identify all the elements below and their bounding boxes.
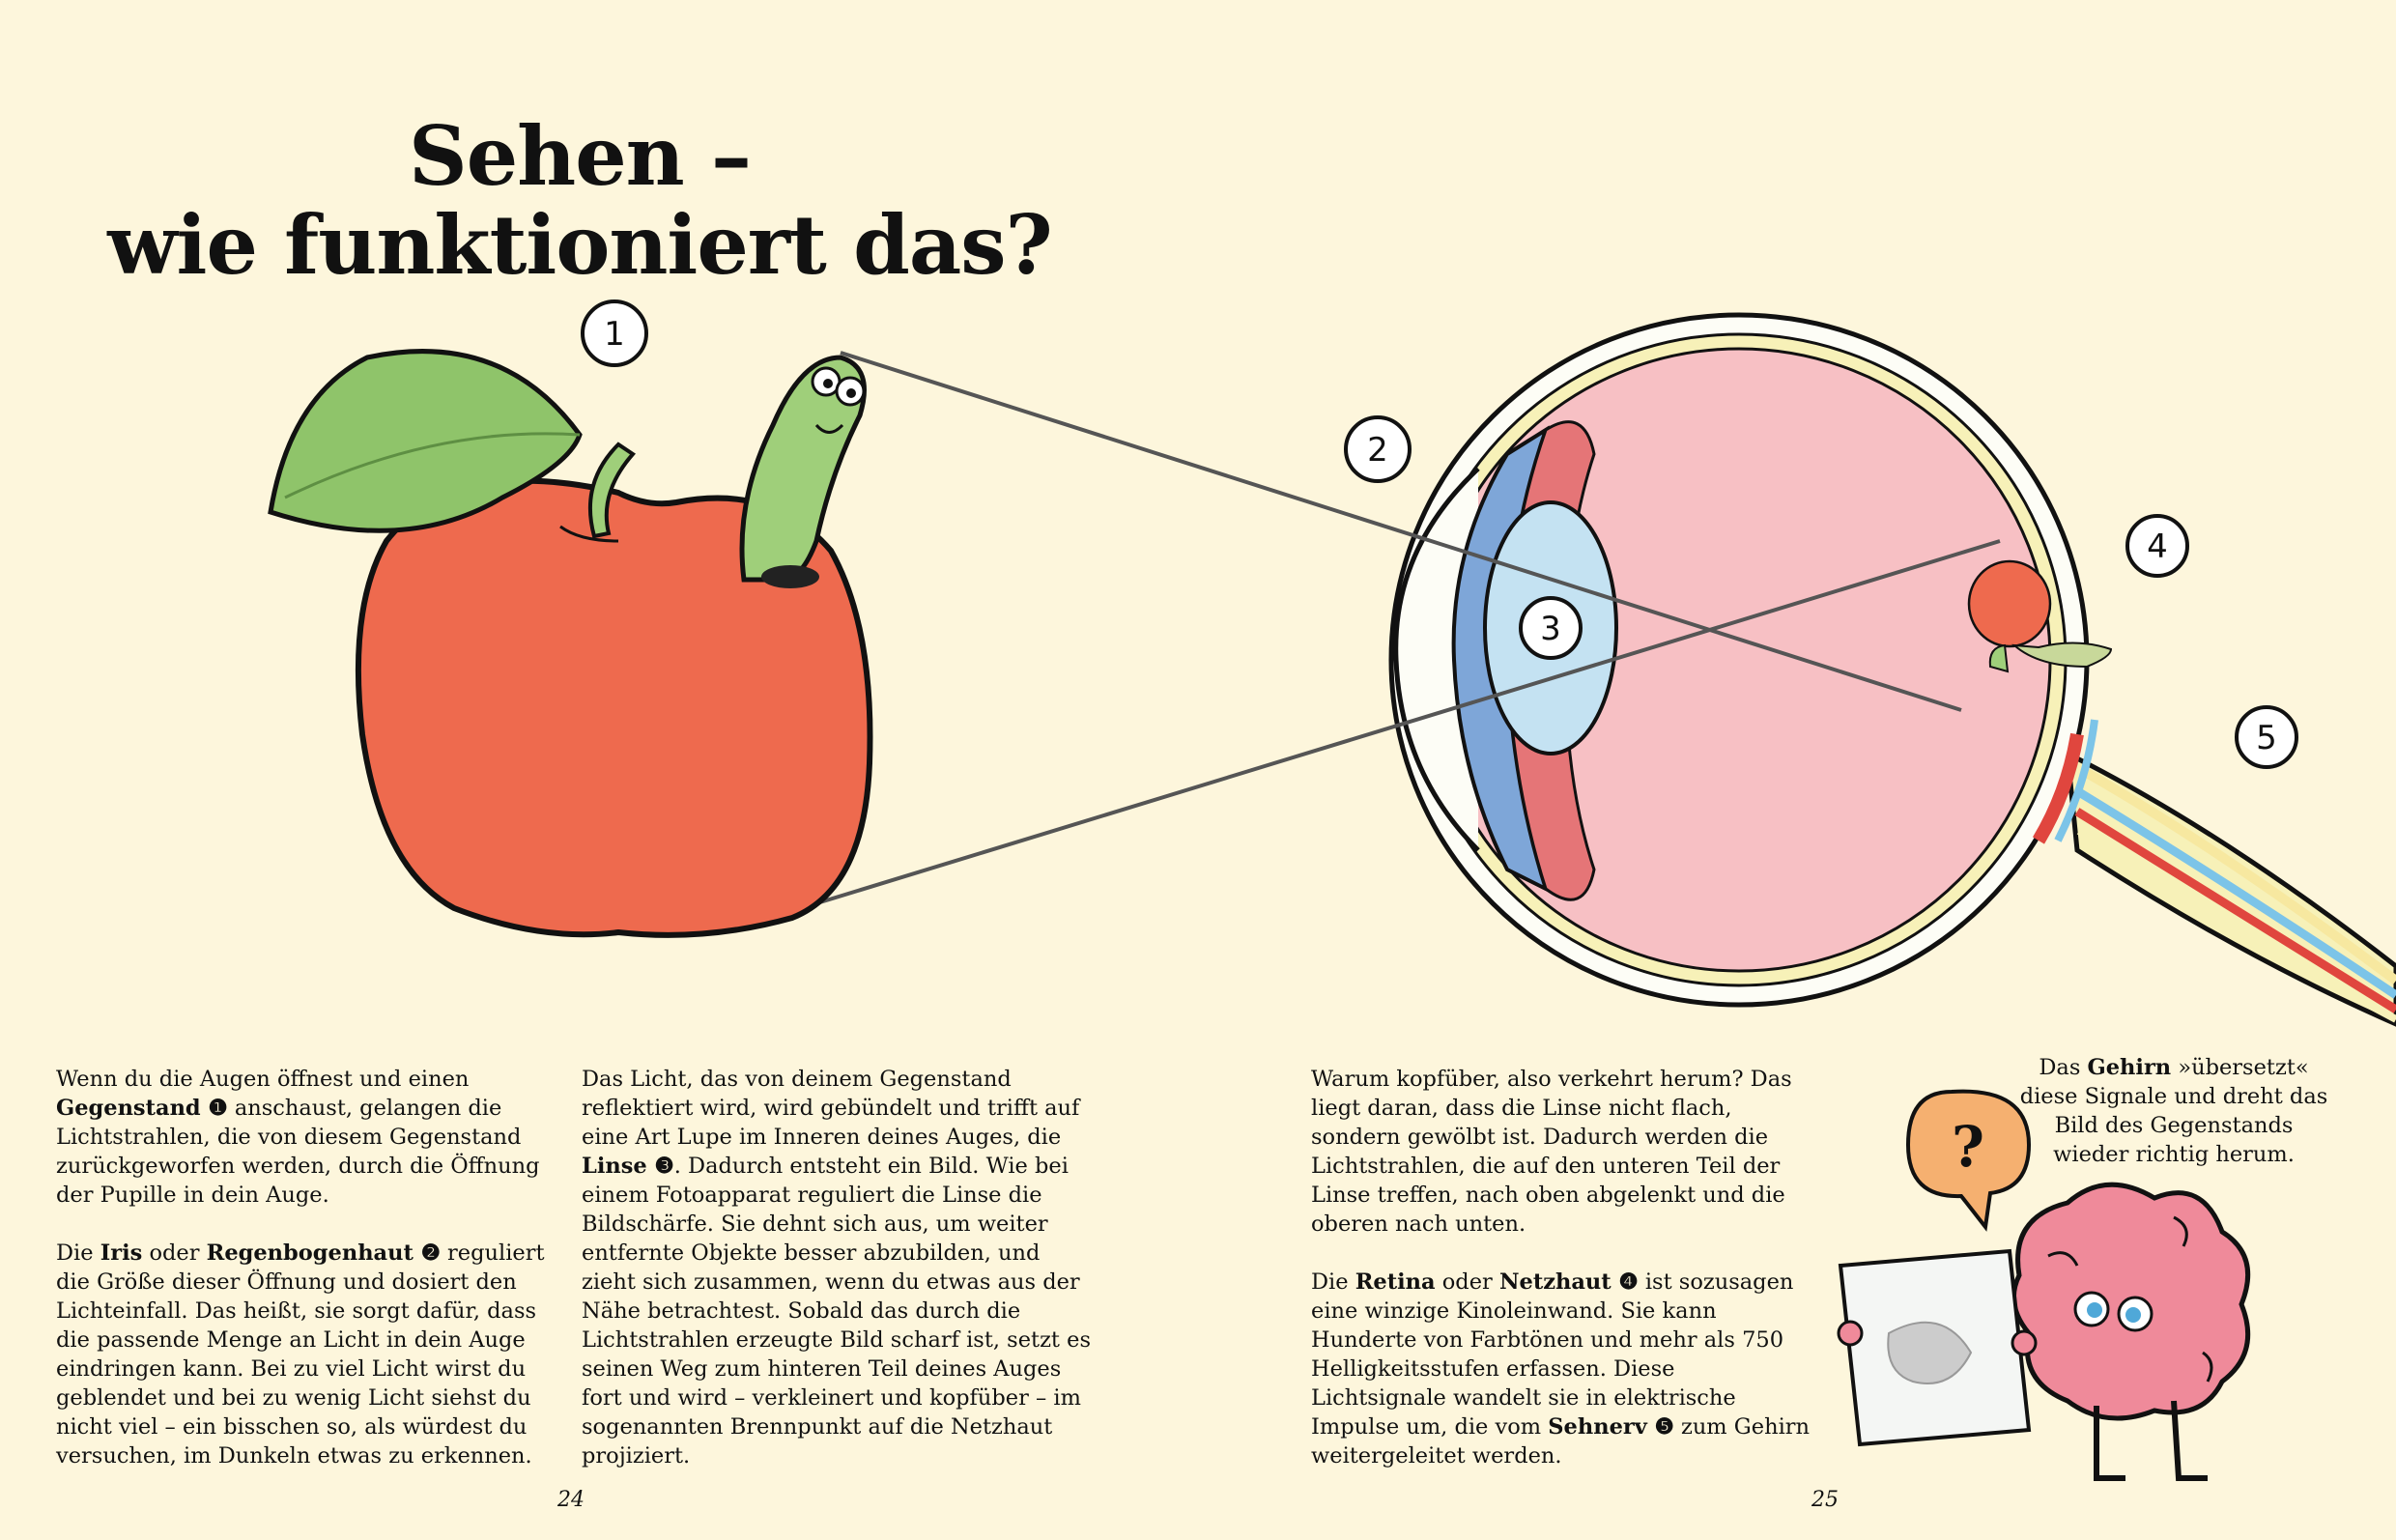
svg-text:4: 4 <box>2147 528 2168 566</box>
cornea <box>1393 467 1480 852</box>
worm <box>739 355 867 588</box>
brain-character <box>1837 1182 2251 1481</box>
text-column-1: Wenn du die Augen öffnest und einen Gege… <box>56 1065 558 1499</box>
title-line-1: Sehen – <box>409 108 752 205</box>
label-4: 4 <box>2125 514 2189 578</box>
brain-caption: Das Gehirn »übersetzt« diese Signale und… <box>2019 1055 2328 1167</box>
paragraph: Wenn du die Augen öffnest und einen Gege… <box>56 1067 540 1208</box>
label-5: 5 <box>2235 705 2298 769</box>
apple-body <box>355 477 873 938</box>
text-column-3: Warum kopfüber, also verkehrt herum? Das… <box>1311 1065 1813 1499</box>
question-mark: ? <box>1952 1114 1984 1180</box>
svg-text:2: 2 <box>1367 431 1388 470</box>
paragraph: Die Iris oder Regenbogenhaut ❷ reguliert… <box>56 1241 545 1469</box>
retina <box>2032 732 2084 844</box>
paragraph: Die Retina oder Netzhaut ❹ ist sozusagen… <box>1311 1269 1811 1469</box>
svg-text:1: 1 <box>604 315 625 354</box>
page-title: Sehen – wie funktioniert das? <box>97 112 1063 290</box>
svg-text:3: 3 <box>1540 610 1561 648</box>
apple-illustration <box>268 349 873 938</box>
paragraph: Warum kopfüber, also verkehrt herum? Das… <box>1311 1067 1792 1237</box>
title-line-2: wie funktioniert das? <box>107 197 1053 294</box>
paragraph: Das Licht, das von deinem Gegenstand ref… <box>582 1067 1091 1469</box>
optic-nerve <box>2065 749 2396 1027</box>
question-bubble: ? <box>1905 1089 2032 1232</box>
apple-leaf <box>268 349 583 533</box>
svg-text:5: 5 <box>2256 719 2277 757</box>
light-rays <box>753 351 2001 925</box>
text-column-2: Das Licht, das von deinem Gegenstand ref… <box>582 1065 1094 1499</box>
eye-illustration <box>1388 312 2396 1027</box>
label-1: 1 <box>581 299 648 367</box>
apple-stem <box>587 442 637 539</box>
label-3: 3 <box>1519 596 1583 660</box>
page-number-right: 25 <box>1811 1488 1839 1512</box>
label-2: 2 <box>1344 415 1412 483</box>
page-number-left: 24 <box>557 1488 585 1512</box>
inverted-apple-image <box>1967 559 2113 673</box>
